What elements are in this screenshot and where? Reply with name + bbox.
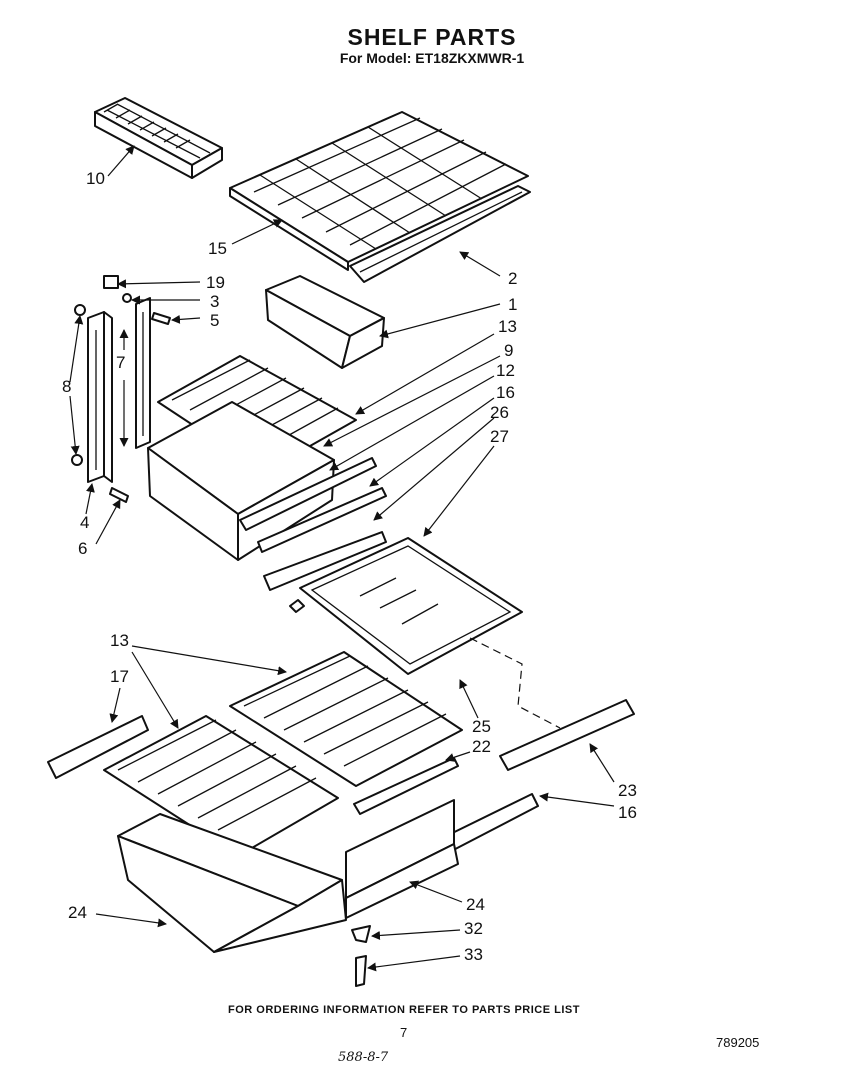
top-wire-shelf	[229, 111, 529, 271]
callout-32: 32	[464, 919, 483, 938]
callout-25: 25	[472, 717, 491, 736]
callout-1: 1	[508, 295, 518, 314]
side-rail	[499, 699, 635, 771]
callout-16-lower: 16	[618, 803, 637, 822]
callout-26: 26	[490, 403, 509, 422]
callout-9: 9	[504, 341, 514, 360]
callout-leaders	[69, 145, 615, 972]
lower-right-wire-shelf	[229, 651, 463, 787]
callout-13-upper: 13	[498, 317, 517, 336]
callout-13-lower: 13	[110, 631, 129, 650]
callout-16-upper: 16	[496, 383, 515, 402]
callout-6: 6	[78, 539, 88, 558]
callout-15: 15	[208, 239, 227, 258]
ice-tray	[94, 97, 223, 179]
clip-part	[103, 275, 119, 289]
vertical-shelf-supports	[71, 297, 151, 503]
handle-clip	[351, 925, 371, 943]
small-bin	[265, 275, 385, 369]
callout-24-left: 24	[68, 903, 87, 922]
model-subtitle: For Model: ET18ZKXMWR-1	[339, 50, 525, 66]
crisper-drawers	[117, 799, 459, 953]
callout-24-right: 24	[466, 895, 485, 914]
lower-left-wire-shelf	[103, 715, 339, 857]
callout-10: 10	[86, 169, 105, 188]
glass-shelf	[263, 531, 523, 675]
handle-stem	[355, 955, 367, 987]
callout-17: 17	[110, 667, 129, 686]
bolt-part	[151, 312, 171, 325]
handwritten-note: 588-8-7	[338, 1050, 389, 1065]
page-number: 7	[400, 1025, 408, 1040]
callout-8: 8	[62, 377, 72, 396]
callout-2: 2	[508, 269, 518, 288]
callout-7: 7	[116, 353, 126, 372]
screw-part	[122, 293, 132, 303]
diagram-title: SHELF PARTS	[347, 24, 517, 50]
callout-22: 22	[472, 737, 491, 756]
callout-5: 5	[210, 311, 220, 330]
callout-4: 4	[80, 513, 90, 532]
callout-27: 27	[490, 427, 509, 446]
callout-19: 19	[206, 273, 225, 292]
document-number: 789205	[716, 1035, 760, 1050]
callout-23: 23	[618, 781, 637, 800]
lower-rail	[353, 757, 459, 815]
left-rail	[47, 715, 149, 779]
callout-33: 33	[464, 945, 483, 964]
callout-12: 12	[496, 361, 515, 380]
upper-shelf-assembly	[147, 355, 387, 561]
ordering-note: FOR ORDERING INFORMATION REFER TO PARTS …	[228, 1004, 580, 1016]
callout-3: 3	[210, 292, 220, 311]
